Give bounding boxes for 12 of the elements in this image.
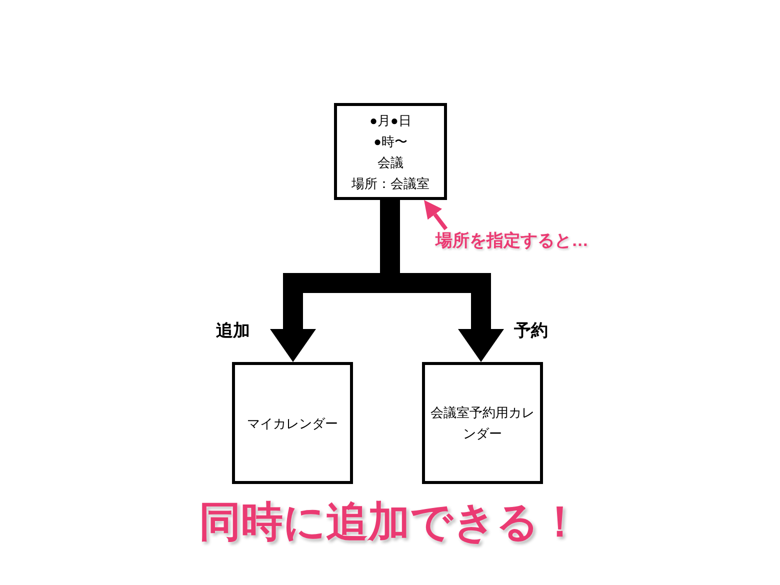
- calendar-box: [334, 103, 447, 200]
- box-text-line: 場所：会議室: [352, 174, 430, 192]
- calendar-box: 会議室予約用カレンダー: [422, 362, 543, 484]
- edge-label: 追加: [216, 320, 250, 342]
- box-text-line: ●月●日: [370, 112, 412, 130]
- headline-text: 同時に追加できる！: [198, 497, 582, 547]
- box-text-line: 会議: [378, 154, 404, 172]
- edge-label: 予約: [514, 320, 548, 342]
- calendar-box: マイカレンダー: [232, 362, 353, 484]
- pointer-arrow: [424, 200, 448, 230]
- annotation-text: 場所を指定すると…: [412, 229, 612, 253]
- box-text-line: ●時〜: [374, 132, 408, 150]
